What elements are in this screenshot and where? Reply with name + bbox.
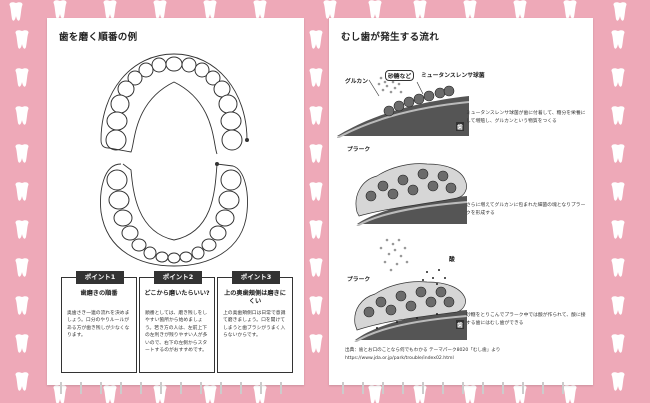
mutans-label: ミュータンスレンサ球菌 <box>421 73 485 79</box>
right-page-title: むし歯が発生する流れ <box>341 32 440 43</box>
point-1-text: 奥歯さき一連の流れを決めましょう。口分のやりルールがある方が歯き残しが少なくなり… <box>67 311 130 339</box>
tooth-column-right <box>611 30 625 391</box>
point-3-topic: 上の奥歯頬側は磨きにくい <box>224 290 286 305</box>
caption-stage-2: さらに増えてグルカンに包まれた細菌の塊となりプラークを形成する <box>466 203 586 216</box>
point-box-2: ポイント2 どこから磨いたらいい? 順番としては、磨き残しをしやすい箇所から始め… <box>139 271 215 373</box>
source-citation: 出典：歯とお口のことなら何でもわかる テーマパーク8020「むし歯」より htt… <box>345 347 585 362</box>
left-page-title: 歯を磨く順番の例 <box>59 32 138 43</box>
sugar-label: 砂糖など <box>385 70 415 81</box>
right-page: むし歯が発生する流れ グルカン 砂糖など ミュータンスレンサ球菌 歯 ミュータン… <box>329 18 593 385</box>
point-2-label: ポイント2 <box>154 271 202 284</box>
left-page: 歯を磨く順番の例 ポイント1 歯磨きの順番 奥歯さ <box>47 18 304 385</box>
tooth-column-left <box>15 30 29 391</box>
point-1-label: ポイント1 <box>76 271 124 284</box>
tooth-row-bottom <box>53 385 577 403</box>
stage-3-illustration <box>354 238 468 342</box>
stage-1-illustration <box>337 74 469 138</box>
glucan-label-1: グルカン <box>345 79 369 85</box>
point-3-label: ポイント3 <box>232 271 280 284</box>
caption-stage-1: ミュータンスレンサ球菌が歯に付着して、糖分を栄養にして増殖し、グルカンという物質… <box>466 111 586 124</box>
point-box-1: ポイント1 歯磨きの順番 奥歯さき一連の流れを決めましょう。口分のやりルールがあ… <box>61 271 137 373</box>
point-box-3: ポイント3 上の奥歯頬側は磨きにくい 上の奥歯頬側口は日常で意識て磨きましょう。… <box>217 271 293 373</box>
acid-label: 酸 <box>449 257 455 263</box>
source-text: 出典：歯とお口のことなら何でもわかる テーマパーク8020「むし歯」より <box>345 348 501 353</box>
point-1-topic: 歯磨きの順番 <box>80 290 118 297</box>
stage-2-illustration <box>355 163 468 226</box>
tooth-label-2: 歯 <box>456 320 464 329</box>
point-3-text: 上の奥歯頬側口は日常で意識て磨きましょう。口を開けてしまうと歯ブラシがうまく入ら… <box>223 311 286 339</box>
source-url[interactable]: https://www.jda.or.jp/park/trouble/index… <box>345 355 454 361</box>
plaque-label-2: プラーク <box>347 277 371 283</box>
point-2-text: 順番としては、磨き残しをしやすい箇所から始めましょう。若き方の人は、左前上下の左… <box>145 311 208 354</box>
plaque-label-1: プラーク <box>347 147 371 153</box>
caption-stage-3: 砂糖をとりこんでプラーク中では酸が作られて、酸に接する歯にはむし歯ができる <box>466 313 586 326</box>
dental-arch-diagram <box>100 53 249 267</box>
tooth-label-1: 歯 <box>456 122 464 131</box>
point-2-topic: どこから磨いたらいい? <box>144 290 210 297</box>
tooth-column-middle <box>309 30 323 353</box>
